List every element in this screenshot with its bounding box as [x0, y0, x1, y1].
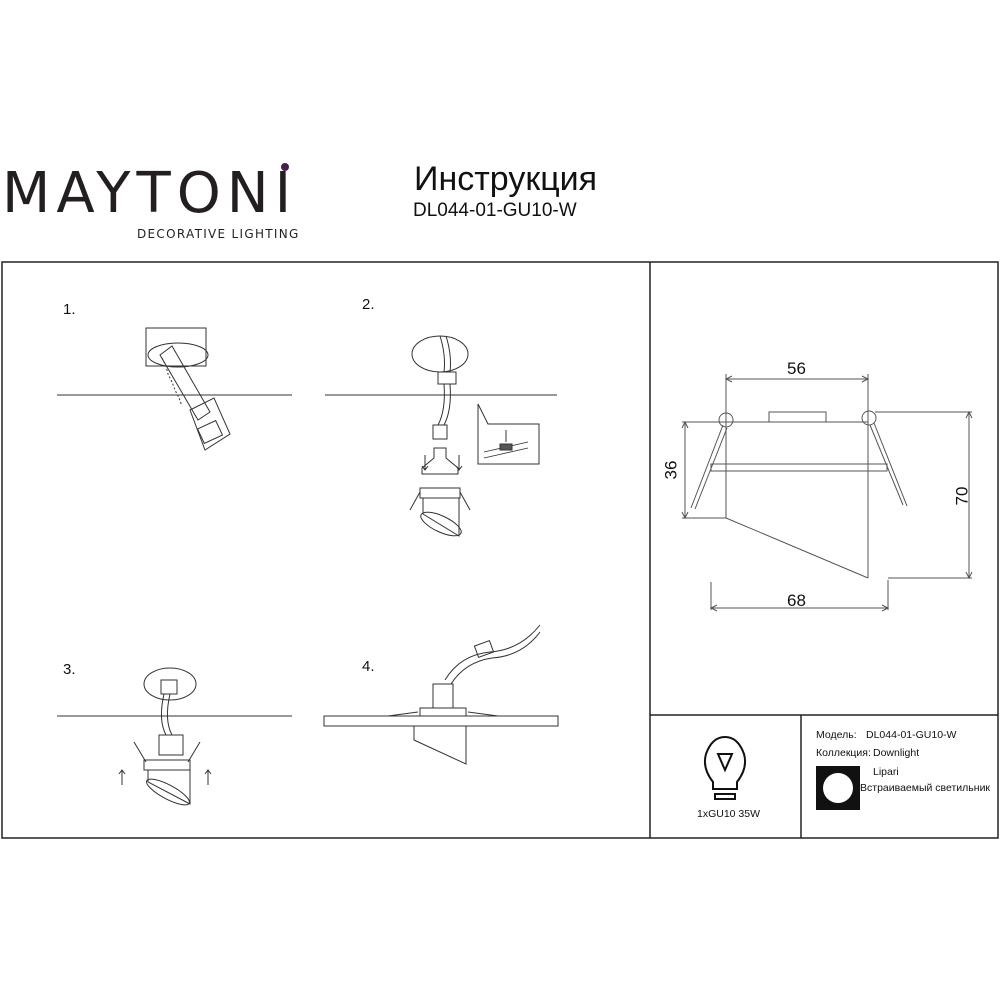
series-name: Lipari [873, 766, 899, 778]
document-title: Инструкция [414, 160, 598, 198]
dimension-drawing [681, 374, 973, 612]
model-code: DL044-01-GU10-W [413, 200, 577, 221]
dimension-bottom-width: 68 [787, 591, 806, 610]
logo-dot [281, 163, 289, 171]
step-4-label: 4. [362, 658, 375, 675]
dimension-left-height: 36 [661, 460, 681, 480]
dimension-right-height: 70 [952, 486, 972, 506]
step1-drawing [57, 327, 292, 451]
model-label: Модель: [816, 729, 857, 741]
light-bulb-icon [703, 735, 747, 800]
dimension-top-width: 56 [787, 359, 806, 378]
collection-value: Downlight [873, 747, 920, 759]
step2-drawing [325, 335, 557, 537]
product-type: Встраиваемый светильник [860, 782, 991, 794]
step4-drawing [323, 624, 559, 765]
brand-logo: MAYTONI [2, 161, 298, 226]
step-2-label: 2. [362, 296, 375, 313]
model-value: DL044-01-GU10-W [866, 729, 957, 741]
product-icon-circle [823, 773, 853, 803]
step-1-label: 1. [63, 301, 76, 318]
page-frame [1, 261, 999, 839]
step-3-label: 3. [63, 661, 76, 678]
step3-drawing [57, 667, 292, 806]
brand-tagline: DECORATIVE LIGHTING [137, 227, 300, 241]
collection-label: Коллекция: [816, 747, 871, 759]
lamp-spec: 1xGU10 35W [697, 808, 761, 820]
